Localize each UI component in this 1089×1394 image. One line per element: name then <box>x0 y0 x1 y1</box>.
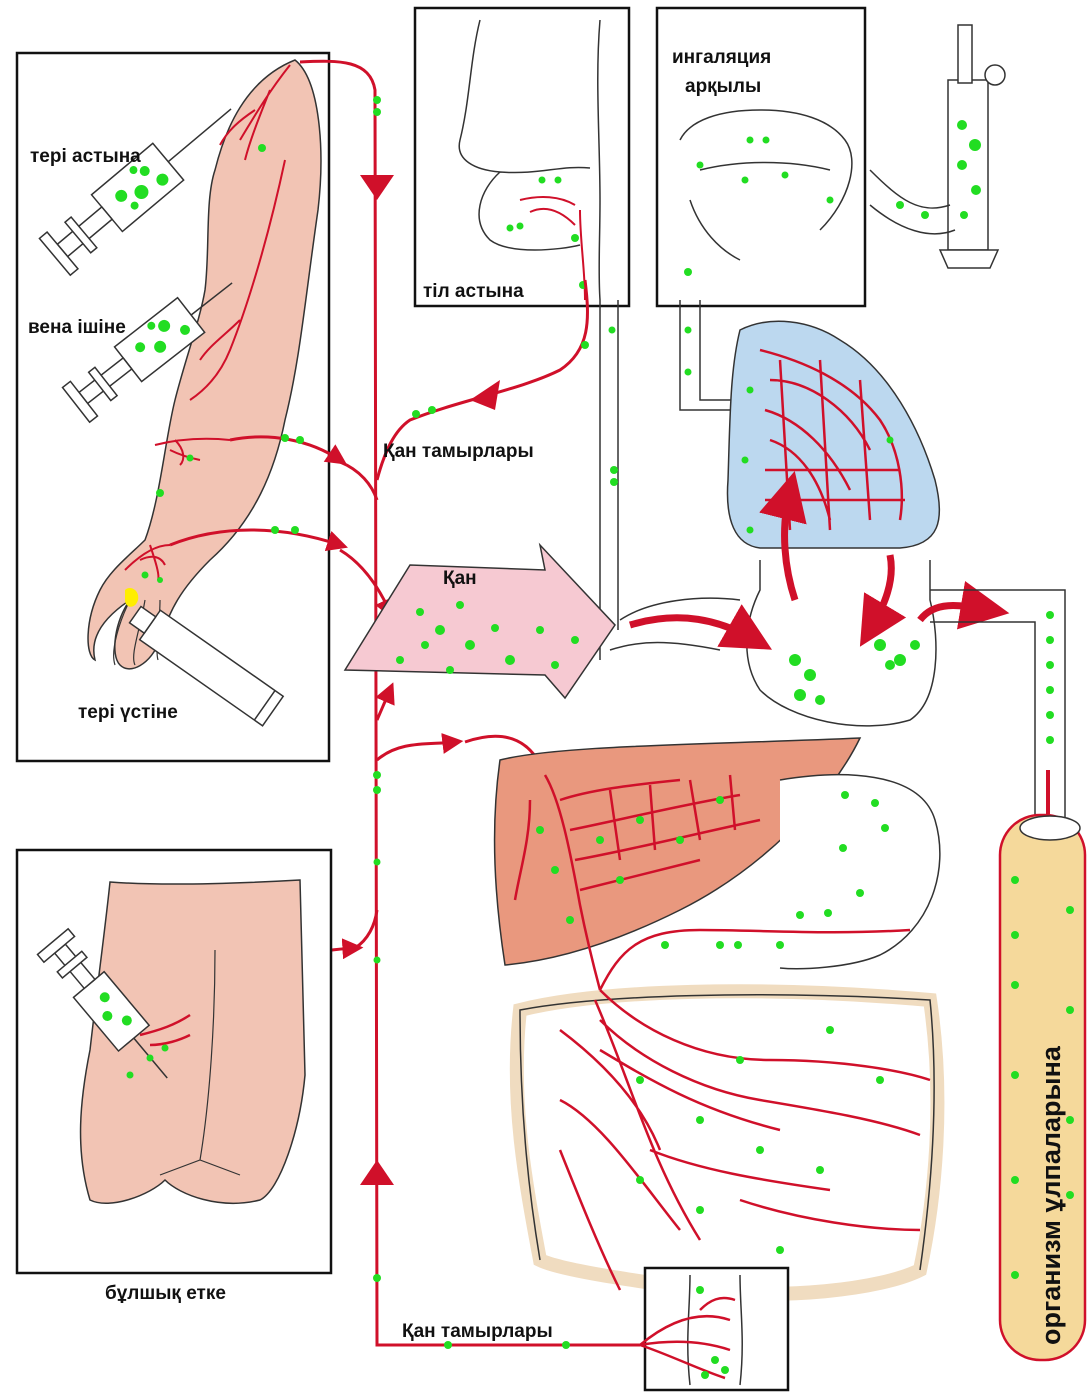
gas-cylinder-icon <box>870 25 1005 268</box>
label-body-tissues: организм ұлпаларына <box>1036 1045 1066 1345</box>
label-inhalation-line1: ингаляция <box>672 47 771 68</box>
intestines <box>517 930 938 1294</box>
label-subcutaneous: тері астына <box>30 146 141 167</box>
rectal-panel <box>640 1268 788 1390</box>
arm-panel: тері астына вена ішіне тері үстіне <box>17 53 329 761</box>
label-intramuscular: бұлшық етке <box>105 1283 226 1304</box>
label-inhalation-line2: арқылы <box>685 76 761 97</box>
label-blood: Қан <box>443 568 477 589</box>
inhalation-panel: ингаляция арқылы <box>657 8 865 306</box>
sublingual-panel: тіл астына <box>415 8 629 306</box>
label-blood-vessels-upper: Қан тамырлары <box>383 441 534 462</box>
stomach <box>780 775 940 969</box>
label-intravenous: вена ішіне <box>28 317 126 338</box>
label-sublingual: тіл астына <box>423 281 524 302</box>
aorta-to-tissues: организм ұлпаларына <box>930 590 1085 1360</box>
muscle-panel: бұлшық етке <box>17 850 331 1304</box>
label-blood-vessels-lower: Қан тамырлары <box>402 1321 553 1342</box>
blood-arrow: Қан <box>345 545 615 698</box>
label-transdermal: тері үстіне <box>78 702 178 723</box>
lung <box>680 300 939 548</box>
